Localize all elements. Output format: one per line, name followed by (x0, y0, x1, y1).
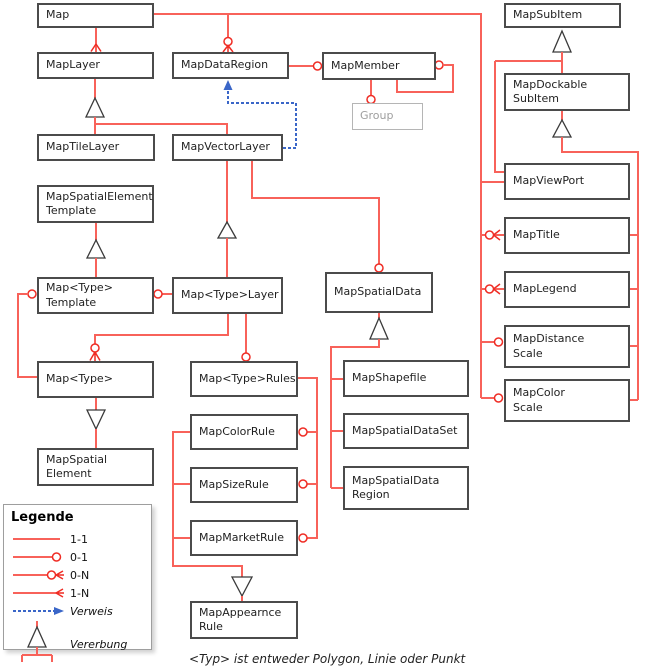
legend-title: Legende (11, 510, 74, 525)
edge-maptypelayer-maptype (89, 314, 229, 361)
node-mapsubitem: MapSubItem (504, 3, 621, 28)
edge-inherit-mapdockablesubitem (551, 111, 639, 401)
legend-symbol-1-1-icon (10, 530, 70, 549)
legend-item-0-1: 0-1 (10, 549, 145, 566)
legend-item-1-1: 1-1 (10, 531, 145, 548)
node-maplayer: MapLayer (37, 52, 154, 79)
node-mapappearncerule: MapAppearnce Rule (190, 601, 298, 639)
legend-item-vererbung: Vererbung (10, 621, 145, 667)
node-mapmember: MapMember (322, 52, 436, 80)
legend-item-label: Verweis (70, 605, 113, 618)
edge-inherit-mapspatialelement (85, 398, 107, 448)
legend-symbol-0-1-icon (10, 548, 70, 567)
node-mapdistancescale: MapDistance Scale (504, 325, 630, 368)
node-mapspatialelement: MapSpatial Element (37, 448, 154, 486)
edge-maptyperules-rules (298, 377, 318, 543)
legend-box: Legende 1-1 0-1 0-N 1-N (3, 504, 152, 662)
node-mapcolorscale: MapColor Scale (504, 379, 630, 422)
node-mapcolorrule: MapColorRule (190, 414, 298, 450)
legend-item-label: 1-1 (70, 533, 88, 546)
legend-item-1-N: 1-N (10, 585, 145, 602)
type-caption: <Typ> ist entweder Polygon, Linie oder P… (189, 652, 466, 666)
edge-inherit-maplayer (84, 79, 228, 134)
edge-map-rightcolumn-stubs (481, 181, 504, 403)
edge-maptypelayer-maptypetemplate (153, 289, 172, 299)
node-mapmarketrule: MapMarketRule (190, 520, 298, 556)
edge-inherit-mapvectorlayer (216, 161, 238, 277)
legend-reference-arrow-icon (10, 602, 70, 621)
edge-map-mapdataregion (222, 14, 234, 53)
edge-maptypelayer-maptyperules (241, 314, 251, 362)
edge-inherit-mapsubitem (494, 29, 572, 173)
edge-maptype-maptypetemplate (17, 289, 37, 378)
node-maptitle: MapTitle (504, 217, 630, 254)
legend-item-verweis: Verweis (10, 603, 145, 620)
node-mapshapefile: MapShapefile (343, 360, 469, 397)
legend-item-label: 1-N (70, 587, 90, 600)
legend-item-label: Vererbung (70, 637, 128, 651)
node-mapviewport: MapViewPort (504, 163, 630, 200)
edge-mapmember-self (396, 60, 454, 93)
edge-inherit-mapspatialdata (330, 313, 389, 489)
legend-item-label: 0-N (70, 569, 90, 582)
edge-mapvectorlayer-mapspatialdata (251, 161, 384, 273)
node-maptyperules: Map<Type>Rules (190, 361, 298, 397)
node-mapvectorlayer: MapVectorLayer (172, 134, 283, 161)
edge-map-right-spine (153, 13, 482, 398)
node-maplegend: MapLegend (504, 271, 630, 308)
legend-item-0-N: 0-N (10, 567, 145, 584)
edge-mapdataregion-mapmember (289, 61, 323, 71)
node-mapspatialdata: MapSpatialData (325, 272, 433, 313)
legend-symbol-1-N-icon (10, 584, 70, 603)
node-mapspatialdataregion: MapSpatialData Region (343, 466, 469, 510)
legend-inheritance-triangle-icon (10, 619, 70, 669)
node-maptilelayer: MapTileLayer (37, 134, 155, 161)
legend-symbol-0-N-icon (10, 566, 70, 585)
node-mapspatialelementtemplate: MapSpatialElement Template (37, 185, 154, 223)
edge-verweis-mapvectorlayer-mapdataregion (223, 80, 297, 149)
edge-inherit-mapappearncerule (172, 431, 254, 601)
node-mapspatialdataset: MapSpatialDataSet (343, 413, 469, 449)
edge-inherit-mapspatialelementtemplate (85, 223, 107, 277)
node-mapdataregion: MapDataRegion (172, 52, 289, 79)
node-map: Map (37, 3, 154, 28)
node-mapdockablesubitem: MapDockable SubItem (504, 73, 630, 111)
node-group: Group (352, 103, 423, 130)
edge-map-maplayer (90, 28, 102, 52)
legend-item-label: 0-1 (70, 551, 88, 564)
node-mapsizerule: MapSizeRule (190, 467, 298, 503)
node-maptypelayer: Map<Type>Layer (172, 277, 283, 314)
edge-mapmember-group (366, 80, 376, 105)
node-maptype: Map<Type> (37, 361, 154, 398)
node-maptypetemplate: Map<Type> Template (37, 277, 154, 314)
